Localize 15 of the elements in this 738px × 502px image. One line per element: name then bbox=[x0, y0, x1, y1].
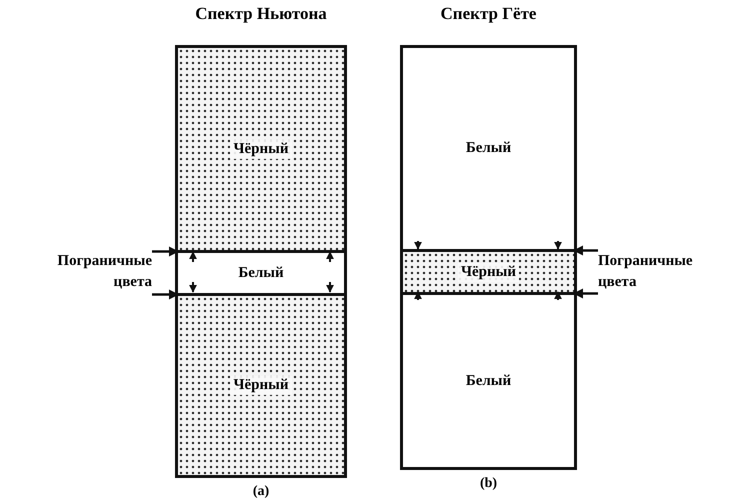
spectrum-title: Спектр Ньютона bbox=[194, 4, 328, 24]
region-label: Белый bbox=[464, 372, 512, 390]
dotted-region bbox=[178, 48, 344, 250]
side-label: Пограничные цвета bbox=[30, 247, 152, 297]
spectrum-title: Спектр Гёте bbox=[440, 4, 538, 24]
dotted-region bbox=[403, 249, 574, 295]
panel-caption: (b) bbox=[478, 476, 498, 492]
region-label: Чёрный bbox=[230, 140, 292, 158]
region-label: Белый bbox=[237, 264, 285, 282]
dotted-region bbox=[178, 296, 344, 475]
side-label: Пограничные цвета bbox=[598, 247, 708, 297]
region-label: Чёрный bbox=[458, 262, 519, 282]
region-label: Белый bbox=[464, 139, 512, 158]
region-label: Чёрный bbox=[230, 376, 292, 395]
panel-caption: (a) bbox=[252, 484, 270, 500]
